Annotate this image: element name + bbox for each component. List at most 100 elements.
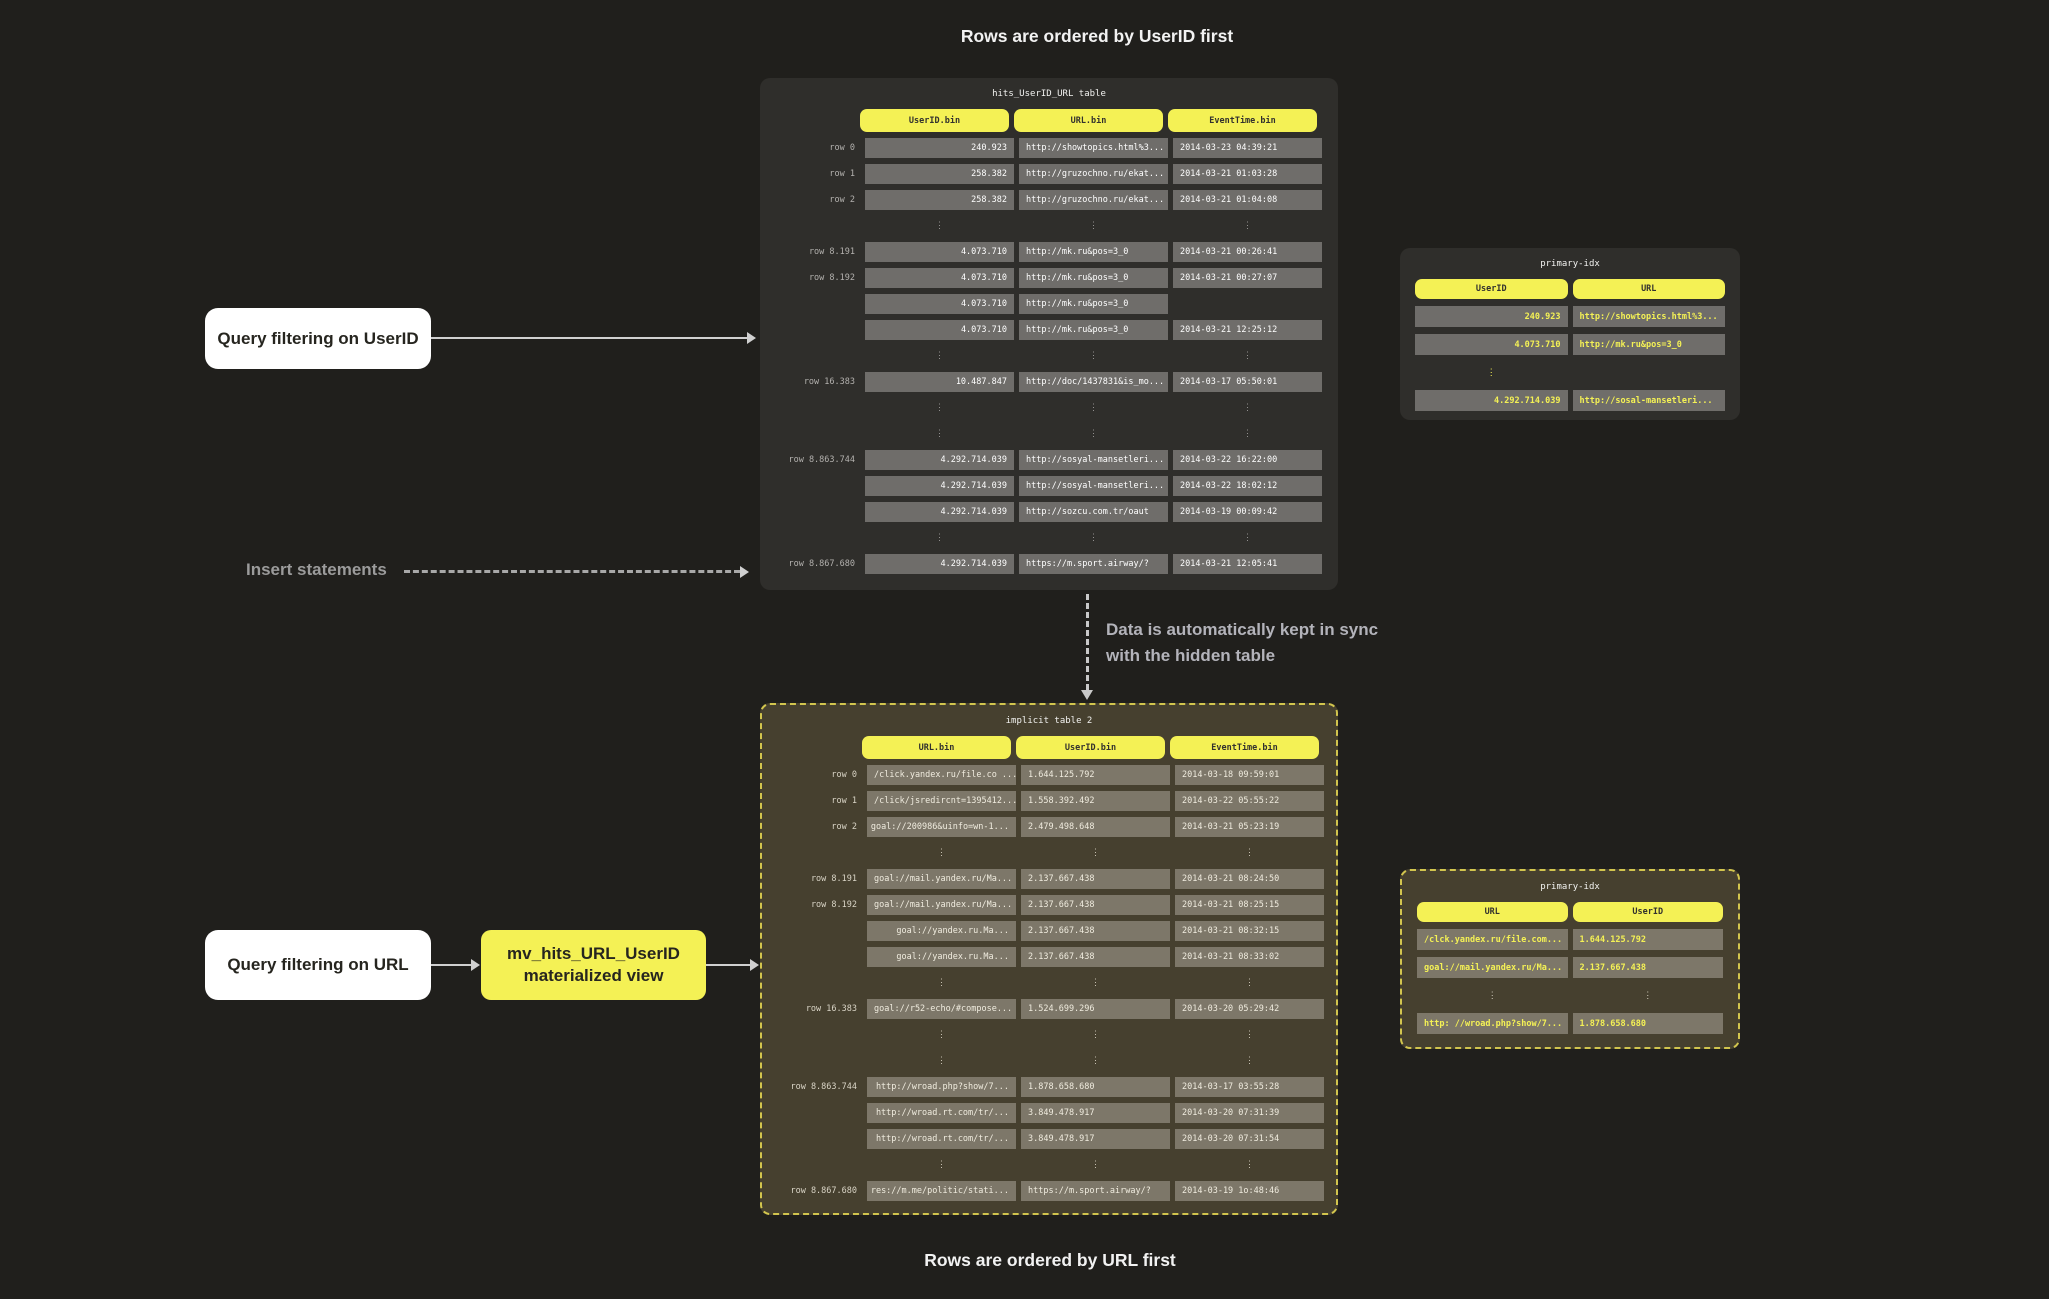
table-row: row 1/click/jsredircnt=1395412...1.558.3…	[762, 791, 1336, 811]
cell: http://showtopics.html%3...	[1019, 138, 1168, 158]
ellipsis: ⋮	[1089, 351, 1098, 361]
cell: 4.073.710	[865, 320, 1014, 340]
column-header-pill: UserID.bin	[860, 109, 1009, 132]
ellipsis: ⋮	[1245, 1030, 1254, 1040]
ellipsis-row: ⋮⋮	[1402, 985, 1738, 1006]
cell: http://wroad.rt.com/tr/...	[867, 1129, 1016, 1149]
table-row: row 0/click.yandex.ru/file.co ...1.644.1…	[762, 765, 1336, 785]
table-body: row 0/click.yandex.ru/file.co ...1.644.1…	[762, 765, 1336, 1201]
cell: http://wroad.php?show/7...	[867, 1077, 1016, 1097]
cell: 2.137.667.438	[1021, 921, 1170, 941]
sync-note-line2: with the hidden table	[1106, 646, 1276, 666]
column-header-pill: EventTime.bin	[1168, 109, 1317, 132]
cell: 2014-03-21 08:33:02	[1175, 947, 1324, 967]
arrowhead-down-icon	[1081, 690, 1093, 700]
ellipsis: ⋮	[935, 533, 944, 543]
query-filtering-url-box: Query filtering on URL	[205, 930, 431, 1000]
cell: 1.644.125.792	[1572, 929, 1723, 950]
column-header-pill: UserID	[1572, 902, 1723, 922]
ellipsis: ⋮	[937, 848, 946, 858]
insert-statements-label: Insert statements	[246, 560, 387, 579]
ellipsis: ⋮	[1245, 848, 1254, 858]
cell: http://mk.ru&pos=3_0	[1019, 268, 1168, 288]
ellipsis: ⋮	[1243, 533, 1252, 543]
caption-rows-ordered-url: Rows are ordered by URL first	[924, 1250, 1176, 1270]
arrowhead-right-icon	[747, 332, 756, 344]
table-title: implicit table 2	[1005, 716, 1093, 726]
cell: http://gruzochno.ru/ekat...	[1019, 190, 1168, 210]
row-label: row 16.383	[803, 377, 855, 387]
cell: 2014-03-21 00:27:07	[1173, 268, 1322, 288]
cell: 2.137.667.438	[1572, 957, 1723, 978]
cell: http://mk.ru&pos=3_0	[1572, 334, 1725, 355]
cell: 2014-03-21 05:23:19	[1175, 817, 1324, 837]
cell: 2014-03-21 12:25:12	[1173, 320, 1322, 340]
table-body: /clck.yandex.ru/file.com...1.644.125.792…	[1402, 929, 1738, 1034]
cell: 2014-03-22 18:02:12	[1173, 476, 1322, 496]
ellipsis: ⋮	[937, 1030, 946, 1040]
cell: 258.382	[865, 164, 1014, 184]
cell: 2014-03-21 08:24:50	[1175, 869, 1324, 889]
cell: 2014-03-21 08:25:15	[1175, 895, 1324, 915]
ellipsis: ⋮	[1486, 367, 1496, 378]
table-row: http: //wroad.php?show/7...1.878.658.680	[1402, 1013, 1738, 1034]
row-label: row 0	[831, 770, 857, 780]
ellipsis: ⋮	[1089, 221, 1098, 231]
row-label: row 16.383	[805, 1004, 857, 1014]
ellipsis-row: ⋮⋮⋮	[762, 1155, 1336, 1175]
cell: 2014-03-23 04:39:21	[1173, 138, 1322, 158]
cell: 4.292.714.039	[865, 476, 1014, 496]
cell: 240.923	[865, 138, 1014, 158]
cell: https://m.sport.airway/?	[1019, 554, 1168, 574]
cell: http://showtopics.html%3...	[1572, 306, 1725, 327]
arrow-query-url	[431, 959, 480, 971]
ellipsis: ⋮	[937, 978, 946, 988]
cell: 4.073.710	[865, 242, 1014, 262]
column-header-pill: URL.bin	[1014, 109, 1163, 132]
ellipsis: ⋮	[1091, 1056, 1100, 1066]
ellipsis-row: ⋮⋮⋮	[760, 346, 1338, 366]
ellipsis-row: ⋮⋮⋮	[760, 216, 1338, 236]
ellipsis-row: ⋮	[1400, 362, 1740, 383]
cell: 1.878.658.680	[1572, 1013, 1723, 1034]
cell	[1173, 294, 1322, 314]
cell: 2.479.498.648	[1021, 817, 1170, 837]
column-header-pill: URL	[1417, 902, 1568, 922]
table-title: primary-idx	[1540, 882, 1600, 892]
ellipsis: ⋮	[937, 1056, 946, 1066]
cell: res://m.me/politic/stati...	[867, 1181, 1016, 1201]
ellipsis-row: ⋮⋮⋮	[762, 843, 1336, 863]
row-label: row 8.863.744	[790, 1082, 857, 1092]
column-header-pill: UserID.bin	[1016, 736, 1165, 759]
ellipsis: ⋮	[1243, 429, 1252, 439]
cell: 2.137.667.438	[1021, 947, 1170, 967]
cell: 2014-03-19 1o:48:46	[1175, 1181, 1324, 1201]
column-header-pill: URL.bin	[862, 736, 1011, 759]
cell: http://sozcu.com.tr/oaut	[1019, 502, 1168, 522]
cell: 2014-03-20 07:31:54	[1175, 1129, 1324, 1149]
cell: http://gruzochno.ru/ekat...	[1019, 164, 1168, 184]
ellipsis: ⋮	[1245, 978, 1254, 988]
ellipsis: ⋮	[935, 221, 944, 231]
cell: https://m.sport.airway/?	[1021, 1181, 1170, 1201]
cell: 2014-03-21 12:05:41	[1173, 554, 1322, 574]
